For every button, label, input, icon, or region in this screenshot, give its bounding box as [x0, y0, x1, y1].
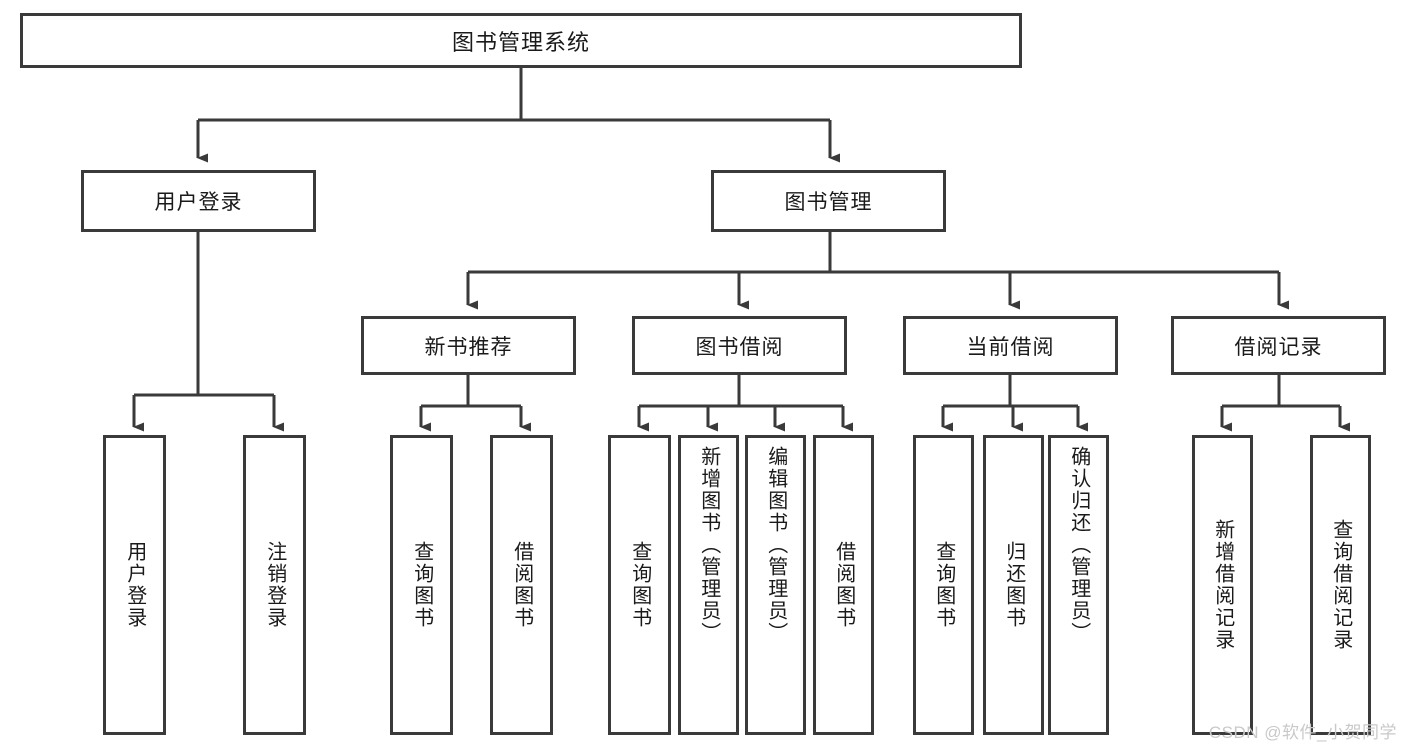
leaf-user-login[interactable]: 用户登录: [103, 435, 166, 735]
leaf-borrow-books-recommend[interactable]: 借阅图书: [490, 435, 553, 735]
leaf-query-books-borrow[interactable]: 查询图书: [608, 435, 671, 735]
watermark: CSDN @软件_小贺同学: [1208, 723, 1397, 742]
leaf-confirm-return-admin-label: 确认归还（管理员）: [1067, 446, 1090, 644]
node-borrow-records-label: 借阅记录: [1234, 335, 1323, 359]
leaf-query-books-current-label: 查询图书: [932, 541, 955, 629]
node-book-borrow-label: 图书借阅: [695, 335, 784, 359]
node-user-login-label: 用户登录: [154, 191, 243, 214]
leaf-confirm-return-admin[interactable]: 确认归还（管理员）: [1048, 435, 1109, 735]
leaf-edit-book-admin[interactable]: 编辑图书（管理员）: [745, 435, 806, 735]
node-book-management[interactable]: 图书管理: [711, 170, 946, 232]
leaf-query-borrow-record[interactable]: 查询借阅记录: [1310, 435, 1371, 735]
leaf-query-borrow-record-label: 查询借阅记录: [1329, 519, 1352, 651]
leaf-add-book-admin-label: 新增图书（管理员）: [697, 446, 720, 644]
leaf-return-books-label: 归还图书: [1002, 541, 1025, 629]
node-root[interactable]: 图书管理系统: [20, 13, 1022, 68]
leaf-borrow-books-borrow[interactable]: 借阅图书: [813, 435, 874, 735]
node-new-book-recommend-label: 新书推荐: [424, 335, 513, 359]
leaf-query-books-borrow-label: 查询图书: [628, 541, 651, 629]
leaf-query-books-recommend[interactable]: 查询图书: [390, 435, 453, 735]
leaf-logout[interactable]: 注销登录: [243, 435, 306, 735]
leaf-logout-label: 注销登录: [263, 541, 286, 629]
node-book-management-label: 图书管理: [784, 191, 873, 214]
leaf-query-books-recommend-label: 查询图书: [410, 541, 433, 629]
leaf-user-login-label: 用户登录: [123, 541, 146, 629]
node-book-borrow[interactable]: 图书借阅: [632, 316, 847, 375]
node-root-label: 图书管理系统: [451, 29, 590, 55]
node-current-borrow-label: 当前借阅: [966, 335, 1055, 359]
node-new-book-recommend[interactable]: 新书推荐: [361, 316, 576, 375]
leaf-add-borrow-record-label: 新增借阅记录: [1211, 519, 1234, 651]
node-current-borrow[interactable]: 当前借阅: [903, 316, 1118, 375]
node-user-login[interactable]: 用户登录: [81, 170, 316, 232]
leaf-borrow-books-borrow-label: 借阅图书: [832, 541, 855, 629]
leaf-query-books-current[interactable]: 查询图书: [913, 435, 974, 735]
leaf-add-book-admin[interactable]: 新增图书（管理员）: [678, 435, 739, 735]
node-borrow-records[interactable]: 借阅记录: [1171, 316, 1386, 375]
leaf-borrow-books-recommend-label: 借阅图书: [510, 541, 533, 629]
leaf-edit-book-admin-label: 编辑图书（管理员）: [764, 446, 787, 644]
leaf-return-books[interactable]: 归还图书: [983, 435, 1044, 735]
leaf-add-borrow-record[interactable]: 新增借阅记录: [1192, 435, 1253, 735]
